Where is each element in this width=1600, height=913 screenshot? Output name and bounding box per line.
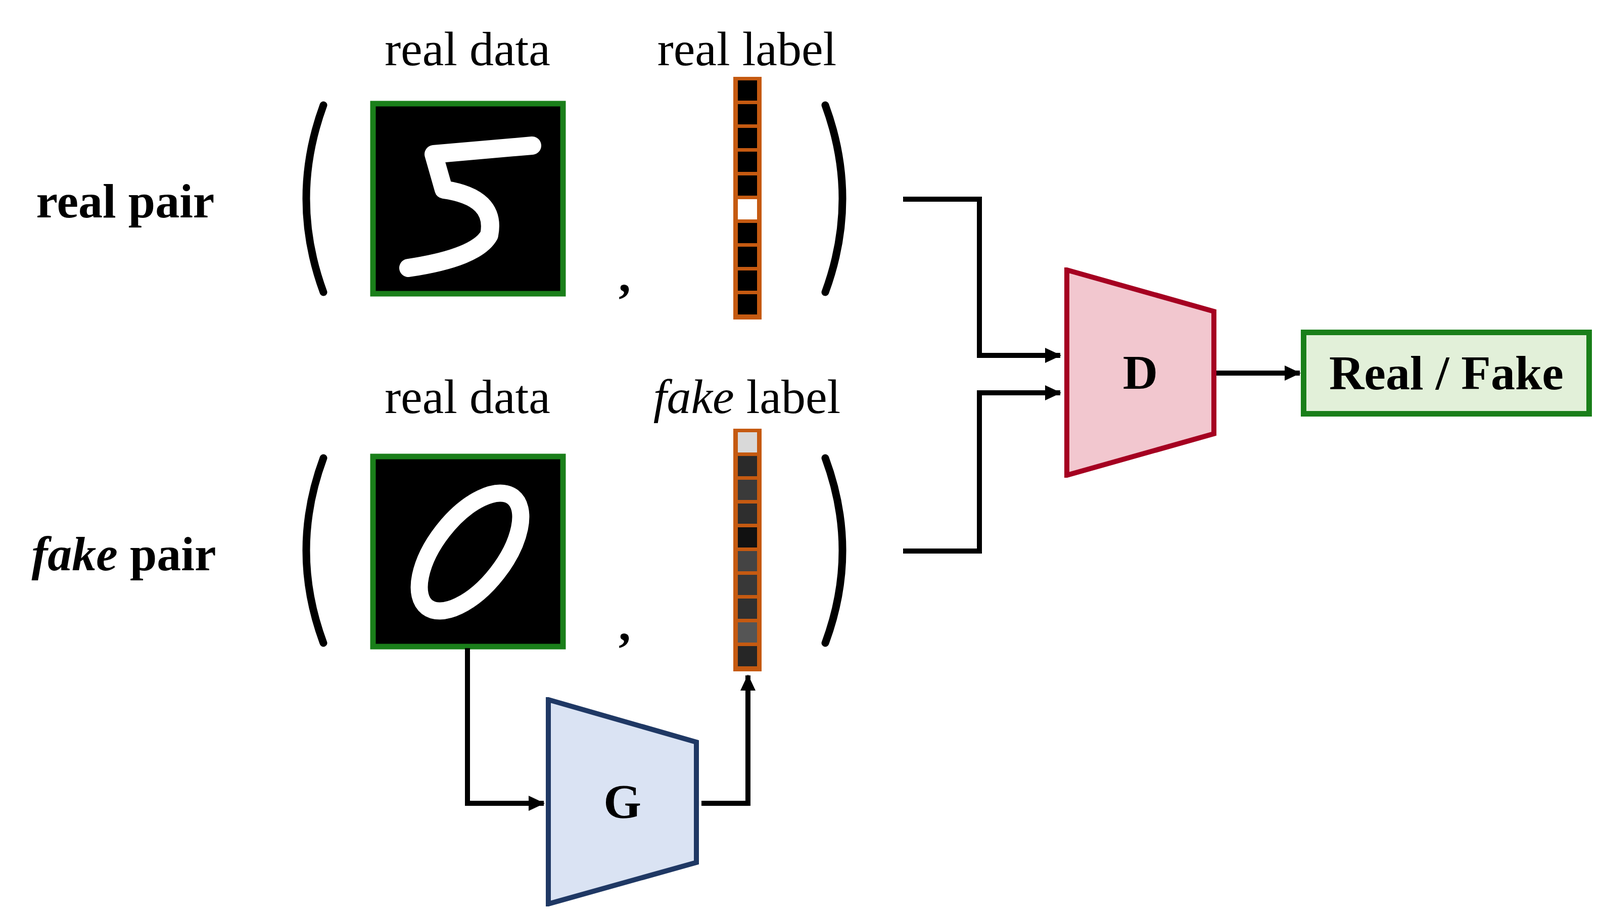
digit-image (372, 103, 563, 294)
digit-image (372, 456, 563, 647)
node-label: G (603, 774, 642, 829)
connector-arrow (1214, 370, 1300, 376)
label-group: real data (384, 21, 551, 77)
label-vector (733, 429, 762, 671)
pair-label: fake (31, 526, 118, 581)
output-box: Real / Fake (1300, 329, 1592, 417)
label-group: , (618, 247, 631, 304)
bracket (306, 105, 843, 643)
pair-label: real pair (36, 173, 215, 228)
comma: , (618, 248, 631, 303)
discriminator-block: D (1064, 267, 1217, 478)
column-heading: real data (384, 369, 551, 424)
node-label: Real / Fake (1329, 346, 1564, 400)
column-heading: label (746, 369, 841, 424)
pair-label: pair (129, 526, 217, 581)
generator-block: G (545, 696, 699, 907)
label-group: real label (657, 21, 837, 77)
label-group: real pair (36, 173, 215, 229)
column-heading: fake (653, 369, 735, 424)
node-label: D (1122, 345, 1158, 400)
label-vector (733, 77, 762, 319)
column-heading: real data (384, 21, 551, 76)
label-group: fakepair (31, 526, 216, 582)
label-group: fakelabel (653, 368, 841, 425)
column-heading: real label (657, 21, 837, 76)
label-group: , (618, 596, 631, 652)
comma: , (618, 596, 631, 651)
label-group: real data (384, 368, 551, 425)
